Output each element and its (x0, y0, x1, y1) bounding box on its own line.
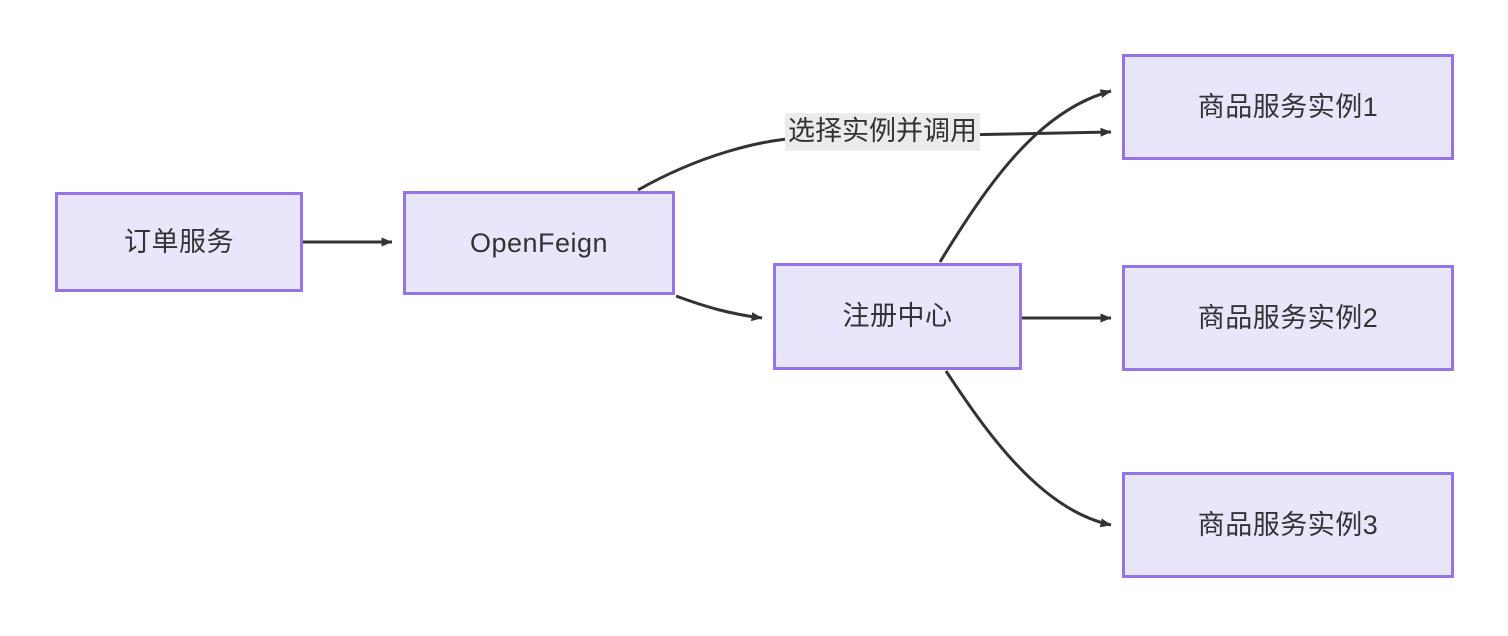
node-product-instance-3[interactable]: 商品服务实例3 (1122, 472, 1454, 578)
node-registry-center[interactable]: 注册中心 (773, 263, 1022, 370)
node-registry-center-label: 注册中心 (842, 301, 953, 332)
edge-openfeign-to-registry-center (675, 294, 763, 322)
node-product-instance-1-label: 商品服务实例1 (1197, 91, 1379, 122)
node-openfeign[interactable]: OpenFeign (403, 191, 675, 295)
edge-registry-center-to-product-instance-3 (944, 370, 1112, 528)
node-product-instance-2-label: 商品服务实例2 (1197, 302, 1379, 333)
node-order-service-label: 订单服务 (124, 226, 234, 257)
node-product-instance-2[interactable]: 商品服务实例2 (1122, 265, 1454, 371)
node-product-instance-1[interactable]: 商品服务实例1 (1122, 54, 1454, 160)
node-product-instance-3-label: 商品服务实例3 (1197, 509, 1379, 540)
node-openfeign-label: OpenFeign (469, 227, 609, 258)
edge-label-select-instance-and-call: 选择实例并调用 (785, 113, 980, 151)
node-order-service[interactable]: 订单服务 (55, 192, 303, 292)
